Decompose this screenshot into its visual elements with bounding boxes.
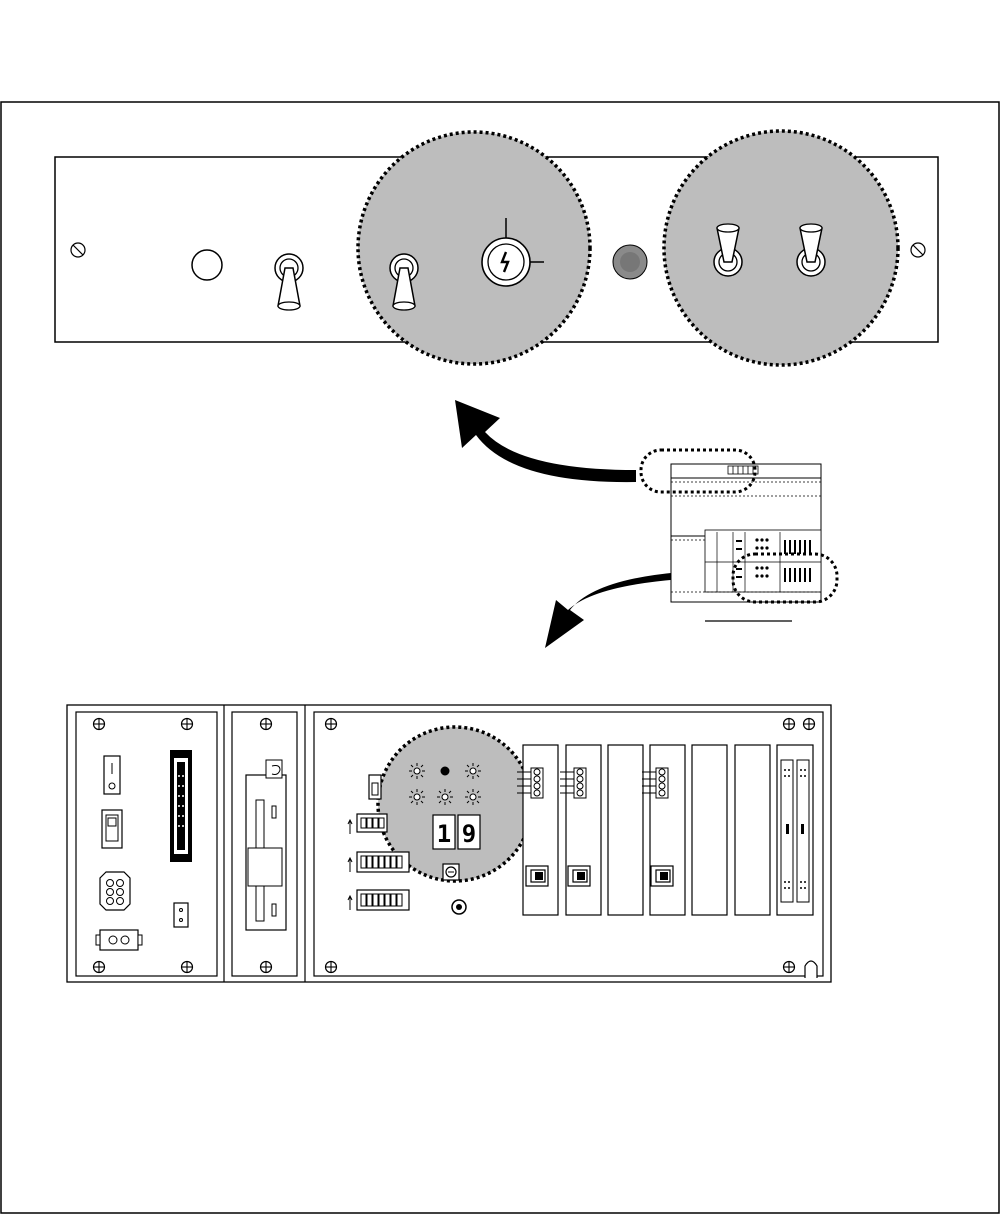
screw-icon bbox=[94, 719, 105, 730]
power-switch[interactable] bbox=[104, 756, 120, 794]
ribbon-connector-icon bbox=[170, 750, 192, 862]
display-digit-1: 1 bbox=[437, 820, 451, 848]
push-button[interactable] bbox=[452, 900, 466, 914]
screw-icon bbox=[261, 719, 272, 730]
screw-icon bbox=[182, 719, 193, 730]
key-lock[interactable] bbox=[369, 775, 381, 799]
controller-panel: 1 9 bbox=[67, 705, 831, 982]
rj45-port-icon[interactable] bbox=[651, 866, 673, 886]
power-connector-3pin bbox=[96, 930, 142, 950]
rj45-port-icon[interactable] bbox=[526, 866, 548, 886]
led-icon bbox=[465, 763, 481, 779]
power-connector-6pin bbox=[100, 872, 130, 910]
screw-icon bbox=[326, 719, 337, 730]
led-icon bbox=[409, 789, 425, 805]
led-icon bbox=[409, 763, 425, 779]
screw-icon bbox=[326, 962, 337, 973]
reset-button-icon[interactable] bbox=[443, 864, 459, 880]
floppy-drive bbox=[246, 760, 286, 930]
io-module bbox=[608, 745, 643, 915]
indicator-lamp-icon bbox=[613, 245, 647, 279]
io-module-double bbox=[777, 745, 813, 915]
led-icon bbox=[465, 789, 481, 805]
front-control-panel bbox=[55, 131, 938, 365]
screw-icon bbox=[182, 962, 193, 973]
small-connector bbox=[174, 903, 188, 927]
screw-icon bbox=[784, 962, 795, 973]
io-module bbox=[560, 745, 601, 915]
rocker-switch[interactable] bbox=[102, 810, 122, 848]
screw-icon bbox=[804, 719, 815, 730]
display-digit-2: 9 bbox=[462, 820, 476, 848]
io-module bbox=[517, 745, 558, 915]
led-icon bbox=[437, 789, 453, 805]
rj45-port-icon[interactable] bbox=[568, 866, 590, 886]
highlight-circle-left bbox=[358, 132, 590, 364]
highlight-circle-right bbox=[664, 131, 898, 365]
dip-switch-icon[interactable] bbox=[348, 890, 409, 910]
screw-icon bbox=[71, 243, 85, 257]
io-module bbox=[692, 745, 727, 915]
screw-icon bbox=[911, 243, 925, 257]
dip-switch-icon[interactable] bbox=[348, 852, 409, 872]
cabinet-overview bbox=[641, 450, 837, 621]
screw-icon bbox=[261, 962, 272, 973]
io-module bbox=[735, 745, 770, 915]
led-icon bbox=[441, 767, 449, 775]
arrow-to-control-panel bbox=[455, 400, 636, 482]
screw-icon bbox=[94, 962, 105, 973]
screw-icon bbox=[784, 719, 795, 730]
round-indicator bbox=[192, 250, 222, 280]
